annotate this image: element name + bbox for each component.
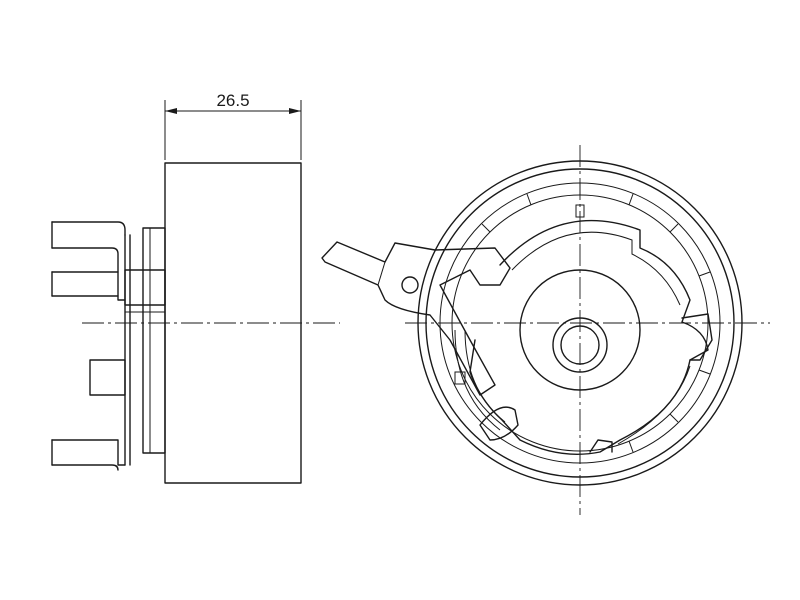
front-view bbox=[321, 145, 770, 515]
tensioner-arm bbox=[321, 241, 511, 396]
rib-ticks bbox=[481, 183, 711, 463]
width-dimension: 26.5 bbox=[164, 91, 302, 160]
side-view bbox=[51, 162, 340, 484]
dimension-label: 26.5 bbox=[216, 91, 249, 110]
